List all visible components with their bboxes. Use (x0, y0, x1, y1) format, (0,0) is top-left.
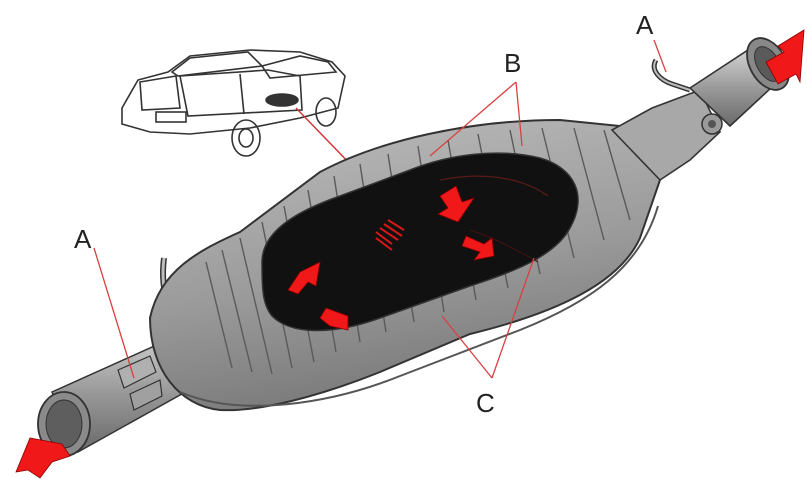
label-c: C (476, 388, 495, 418)
inlet-pipe (612, 31, 798, 180)
label-b: B (504, 48, 521, 78)
top-sensor-wire (654, 60, 690, 90)
outlet-flow-arrow (16, 438, 70, 478)
label-a-top: A (636, 10, 654, 40)
car-sketch (122, 50, 345, 156)
label-a-left: A (74, 224, 92, 254)
